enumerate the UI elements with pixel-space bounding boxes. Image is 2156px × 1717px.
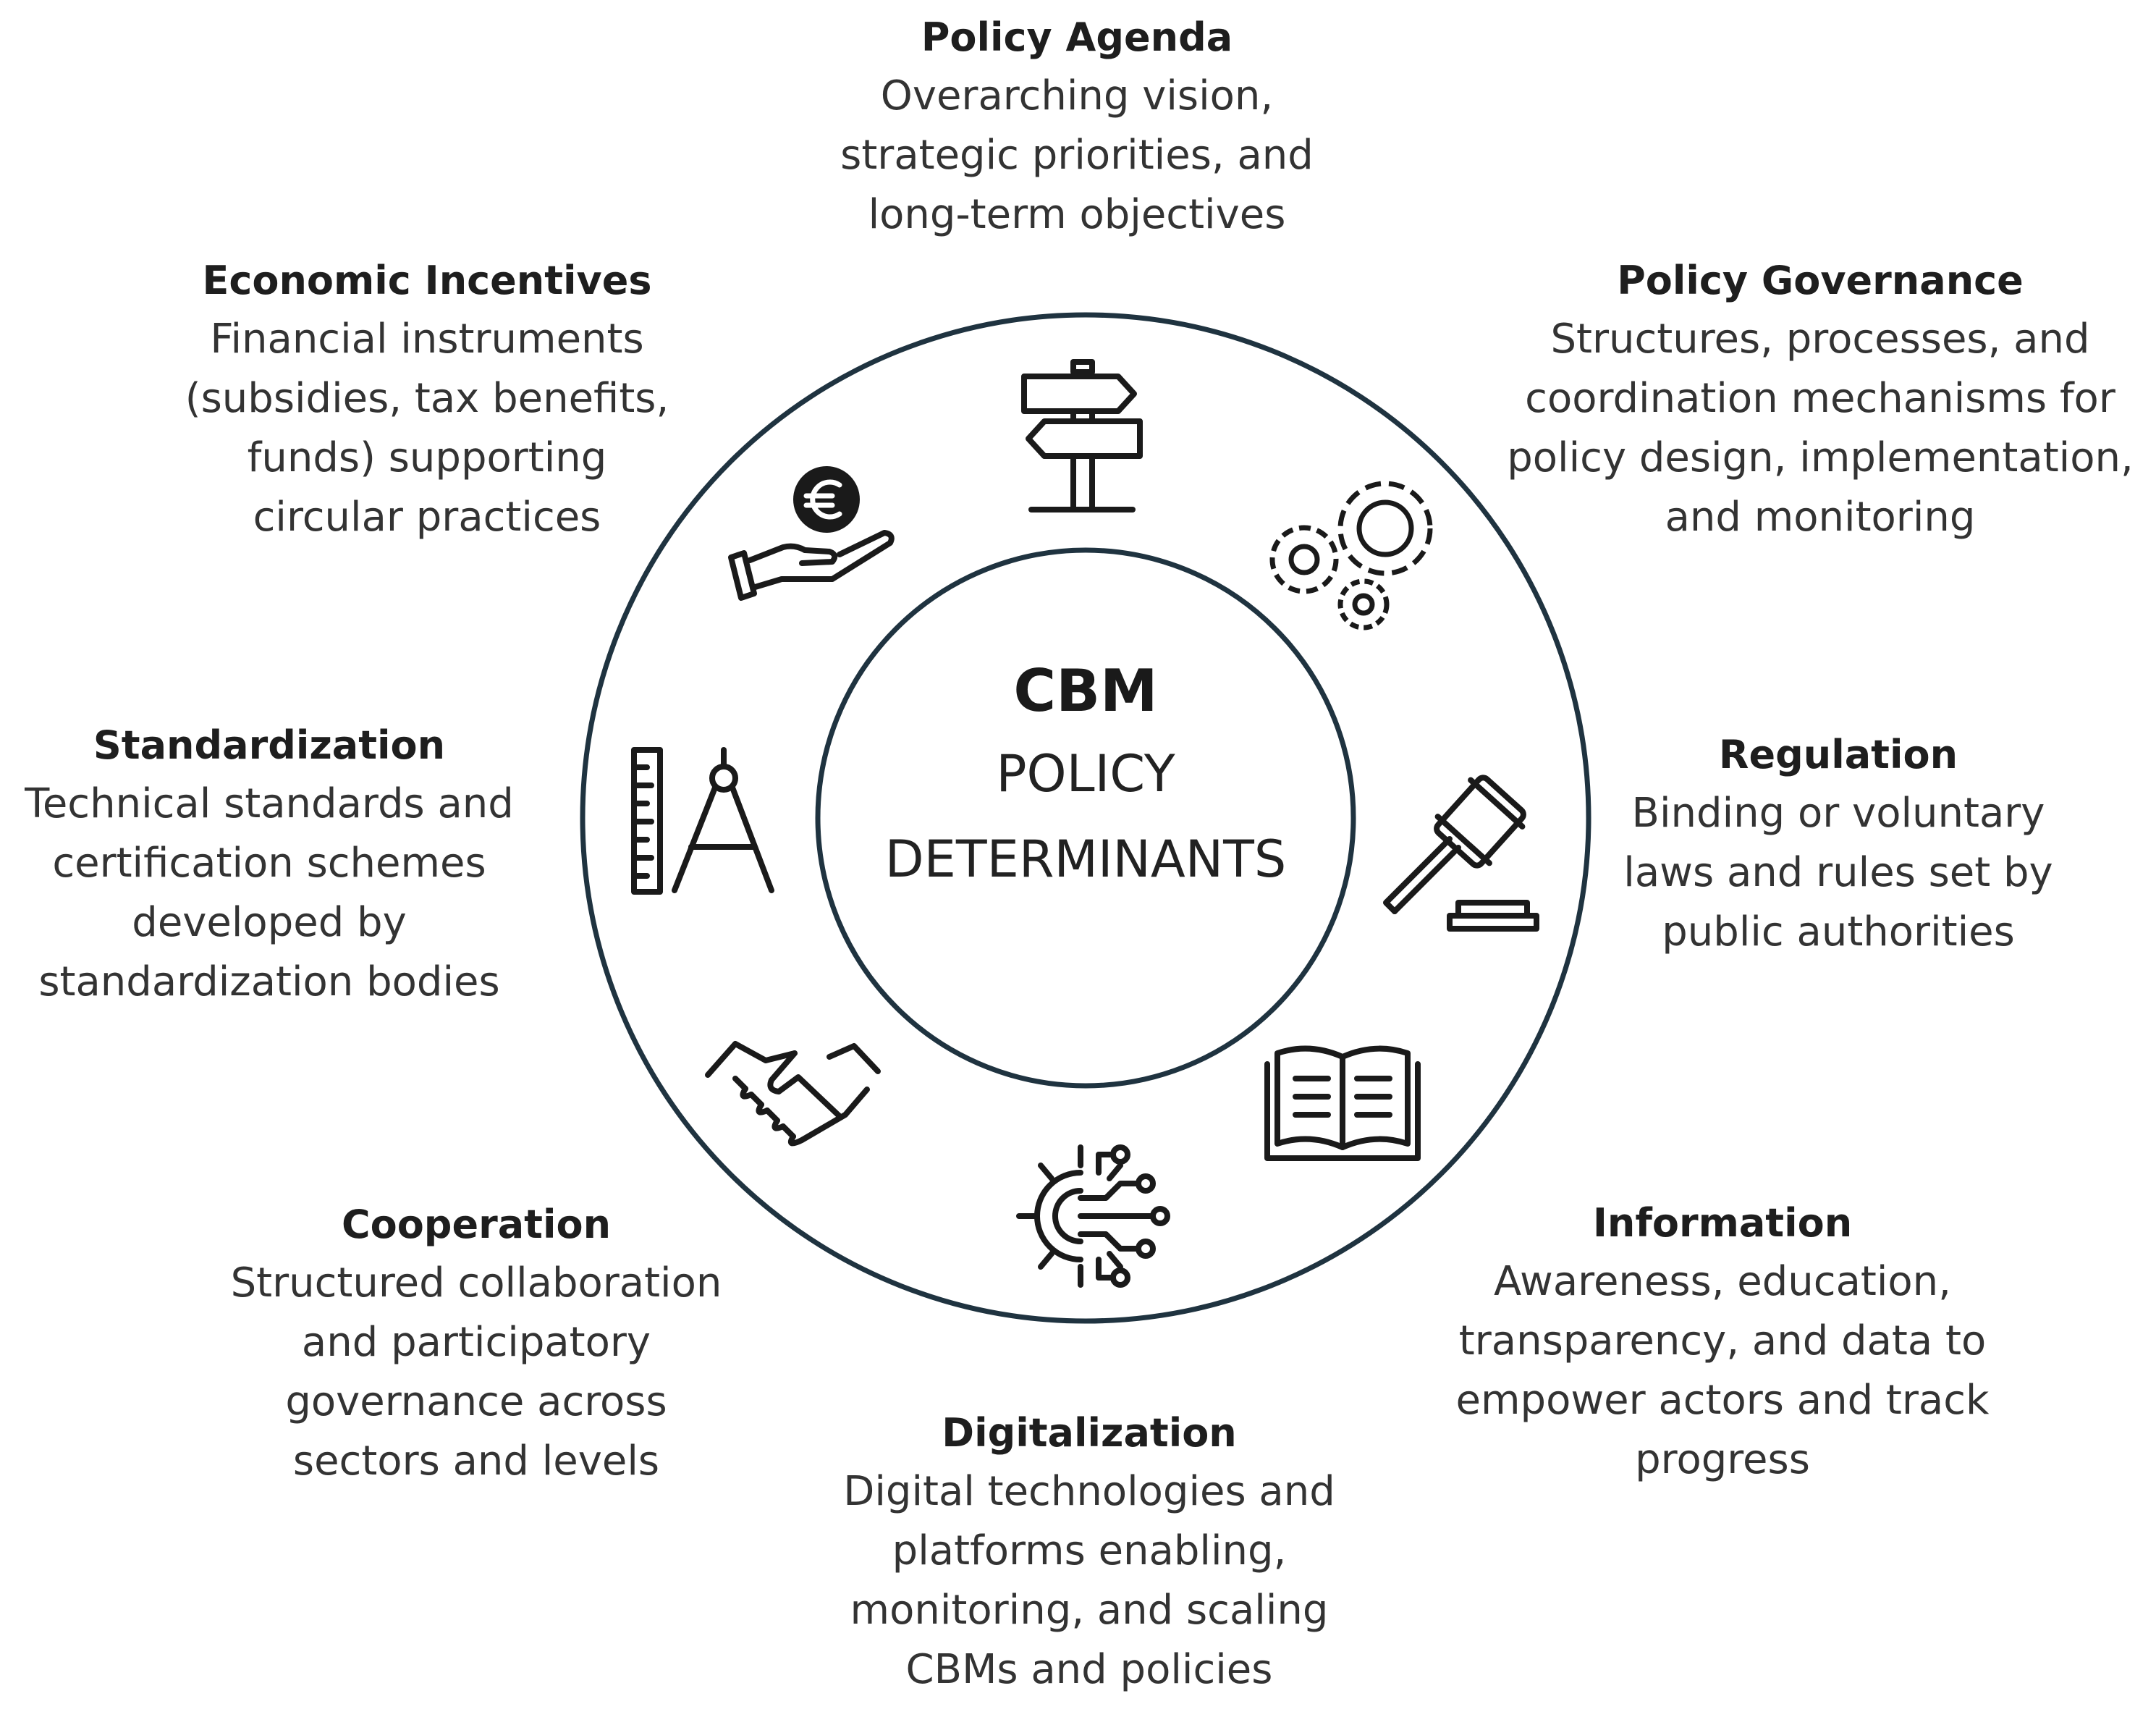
open-book-icon [1263, 1042, 1422, 1165]
label-cooperation: Cooperation Structured collaboration and… [231, 1196, 722, 1491]
label-line: (subsidies, tax benefits, [185, 375, 669, 422]
center-title: CBM [1013, 657, 1158, 725]
label-line: laws and rules set by [1623, 849, 2053, 896]
signpost-icon [1010, 355, 1154, 521]
ruler-compass-icon [630, 746, 774, 898]
label-line: transparency, and data to [1458, 1317, 1987, 1364]
label-title: Standardization [93, 722, 446, 768]
label-information: Information Awareness, education, transp… [1456, 1194, 1990, 1490]
euro-hand-icon [724, 463, 897, 608]
label-line: progress [1635, 1436, 1810, 1483]
label-line: public authorities [1662, 908, 2015, 955]
label-line: governance across [285, 1378, 667, 1425]
label-title: Cooperation [341, 1202, 612, 1247]
label-title: Digitalization [942, 1410, 1237, 1456]
label-line: developed by [132, 899, 407, 946]
label-line: and monitoring [1665, 494, 1976, 541]
label-title: Information [1592, 1200, 1853, 1246]
label-line: Binding or voluntary [1631, 790, 2045, 837]
label-line: policy design, implementation, [1507, 434, 2134, 481]
label-title: Policy Governance [1617, 258, 2024, 303]
label-line: Technical standards and [25, 780, 514, 827]
label-line: Structures, processes, and [1550, 316, 2090, 363]
label-title: Economic Incentives [202, 258, 652, 303]
gavel-icon [1379, 764, 1545, 934]
label-line: long-term objectives [868, 191, 1286, 238]
label-regulation: Regulation Binding or voluntary laws and… [1623, 726, 2053, 962]
outer-ring [580, 312, 1591, 1324]
gears-icon [1261, 467, 1453, 644]
label-line: circular practices [253, 494, 601, 541]
label-line: funds) supporting [247, 434, 607, 481]
label-policy-agenda: Policy Agenda Overarching vision, strate… [840, 9, 1314, 245]
label-line: Awareness, education, [1494, 1258, 1951, 1305]
label-line: CBMs and policies [905, 1646, 1273, 1693]
label-policy-governance: Policy Governance Structures, processes,… [1507, 252, 2134, 547]
digital-gear-icon [997, 1133, 1178, 1307]
label-line: platforms enabling, [892, 1527, 1287, 1574]
label-line: coordination mechanisms for [1525, 375, 2115, 422]
label-line: Financial instruments [210, 316, 644, 363]
label-line: Overarching vision, [880, 72, 1274, 119]
label-line: strategic priorities, and [840, 132, 1314, 179]
label-line: standardization bodies [38, 958, 500, 1005]
handshake-icon [701, 1035, 885, 1151]
center-subtitle-line1: POLICY [996, 744, 1175, 803]
label-digitalization: Digitalization Digital technologies and … [843, 1404, 1335, 1700]
label-line: and participatory [301, 1319, 651, 1366]
label-title: Regulation [1718, 732, 1958, 777]
label-line: empower actors and track [1455, 1377, 1990, 1424]
label-line: monitoring, and scaling [850, 1587, 1329, 1634]
label-line: Digital technologies and [843, 1468, 1335, 1515]
center-label: CBM POLICY DETERMINANTS [885, 651, 1287, 902]
label-line: sectors and levels [292, 1438, 660, 1485]
label-economic-incentives: Economic Incentives Financial instrument… [185, 252, 669, 547]
label-standardization: Standardization Technical standards and … [25, 717, 514, 1012]
label-title: Policy Agenda [921, 14, 1233, 60]
label-line: Structured collaboration [230, 1260, 722, 1307]
center-subtitle-line2: DETERMINANTS [884, 830, 1287, 889]
inner-ring [815, 547, 1356, 1089]
label-line: certification schemes [52, 840, 486, 887]
